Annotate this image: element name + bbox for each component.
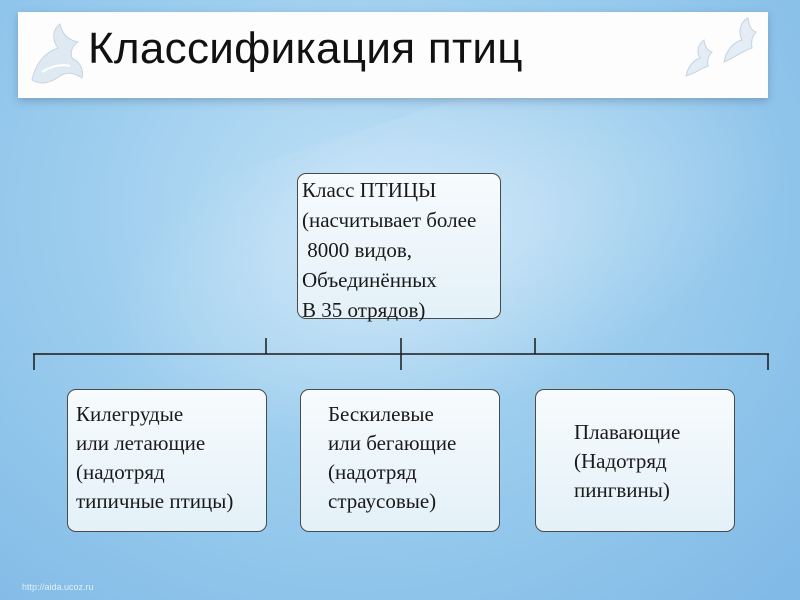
root-node-birds-class: Класс ПТИЦЫ (насчитывает более 8000 видо… [297, 173, 501, 322]
child-node-text: Плавающие (Надотряд пингвины) [574, 418, 728, 505]
child-node-text: Килегрудые или летающие (надотряд типичн… [76, 400, 260, 516]
child-node-penguins: Плавающие (Надотряд пингвины) [535, 389, 735, 532]
child-line: (надотряд [76, 460, 165, 484]
title-bar [18, 12, 768, 98]
child-node-ratites: Бескилевые или бегающие (надотряд страус… [300, 389, 500, 532]
child-line: Бескилевые [328, 402, 434, 426]
dove-icon-left [31, 23, 83, 84]
dove-icon-right [723, 17, 757, 63]
child-line: или летающие [76, 431, 206, 455]
root-line: (насчитывает более [302, 208, 477, 232]
child-line: Килегрудые [76, 402, 184, 426]
child-node-carinatae: Килегрудые или летающие (надотряд типичн… [67, 389, 267, 532]
root-line: В 35 отрядов) [302, 298, 426, 322]
child-line: Плавающие [574, 420, 681, 444]
root-node-text: Класс ПТИЦЫ (насчитывает более 8000 видо… [302, 175, 496, 325]
root-line: Объединённых [302, 268, 437, 292]
dove-icon-right-small [685, 39, 713, 77]
child-line: страусовые) [328, 489, 437, 513]
child-line: (надотряд [328, 460, 417, 484]
child-line: (Надотряд [574, 449, 667, 473]
child-line: типичные птицы) [76, 489, 234, 513]
child-line: или бегающие [328, 431, 457, 455]
child-node-text: Бескилевые или бегающие (надотряд страус… [328, 400, 493, 516]
child-line: пингвины) [574, 478, 670, 502]
page-title: Классификация птиц [88, 24, 523, 73]
root-line: 8000 видов, [302, 238, 413, 262]
footer-url: http://aida.ucoz.ru [22, 582, 94, 592]
root-line: Класс ПТИЦЫ [302, 178, 437, 202]
